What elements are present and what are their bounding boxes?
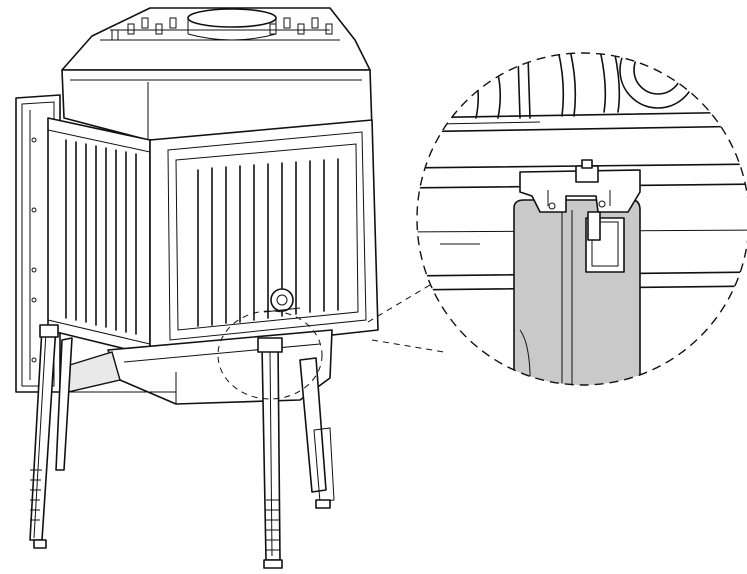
front-ribbed-panel (149, 119, 379, 356)
lid-studs (111, 17, 333, 41)
front-ribs (197, 158, 339, 327)
center-front-leg (257, 337, 283, 569)
magnified-detail (416, 52, 747, 386)
right-back-leg (299, 357, 335, 509)
left-front-leg (29, 324, 59, 549)
top-lid (61, 7, 371, 71)
left-back-leg (55, 337, 73, 471)
air-control-knob (263, 288, 301, 313)
detail-leg-bracket (513, 199, 641, 385)
left-ribbed-panel (47, 117, 151, 356)
detail-callout-marker (217, 284, 445, 400)
detail-clamp (519, 159, 641, 241)
flue-collar (187, 8, 277, 41)
left-ribs (65, 139, 137, 335)
